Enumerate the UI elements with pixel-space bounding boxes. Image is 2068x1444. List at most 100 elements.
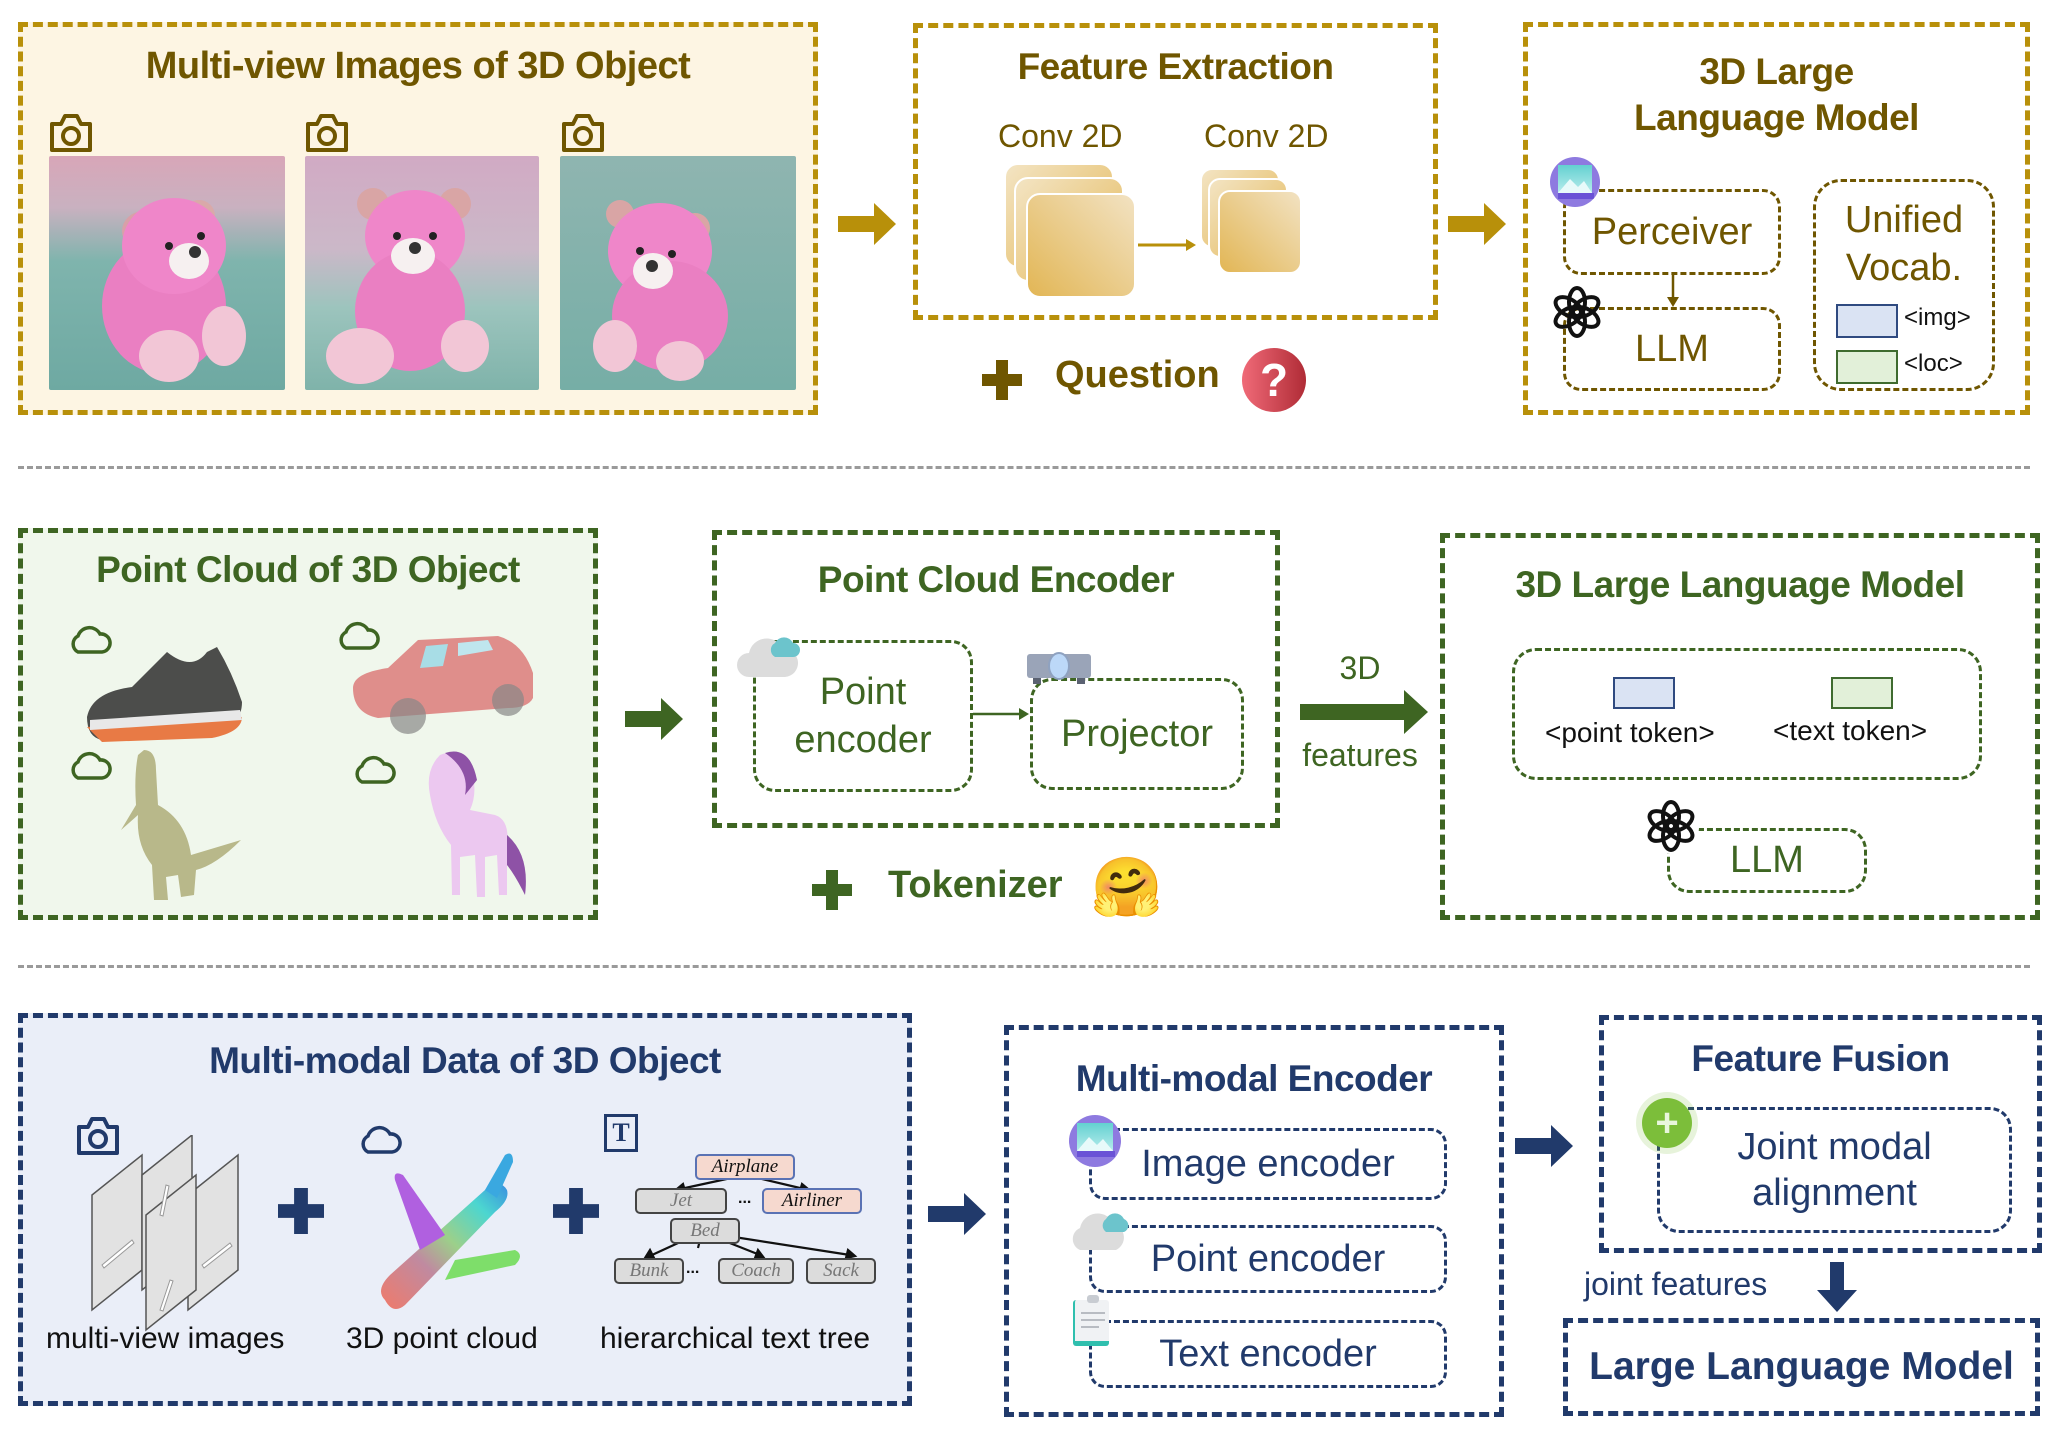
pony-point-cloud bbox=[428, 751, 526, 897]
3d-llm-points-title: 3D Large Language Model bbox=[1515, 564, 1965, 605]
conv2d-label-2: Conv 2D bbox=[1204, 118, 1329, 154]
text-encoder-block: Text encoder bbox=[1089, 1320, 1447, 1388]
camera-icon bbox=[77, 1117, 119, 1155]
arrow-down-icon bbox=[1817, 1262, 1857, 1312]
car-point-cloud bbox=[353, 636, 533, 734]
point-token-label: <point token> bbox=[1545, 717, 1715, 748]
arrow-right-icon bbox=[1515, 1125, 1573, 1167]
point-encoder-label: Point encoder bbox=[1150, 1237, 1386, 1280]
text-token-label: <text token> bbox=[1773, 715, 1928, 746]
projector-label: Projector bbox=[1060, 712, 1214, 755]
3d-llm-title-line1: 3D Large bbox=[1699, 51, 1854, 92]
tree-node-jet: Jet bbox=[635, 1188, 727, 1214]
arrow-down-icon bbox=[1667, 275, 1679, 307]
tree-node-sack: Sack bbox=[806, 1258, 876, 1284]
joint-alignment-block: Joint modal alignment bbox=[1657, 1107, 2012, 1233]
multimodal-data-title: Multi-modal Data of 3D Object bbox=[209, 1040, 721, 1081]
plus-icon bbox=[278, 1188, 324, 1234]
cloud-icon bbox=[355, 755, 396, 784]
cloud-icon bbox=[71, 625, 112, 654]
3d-llm-title-line2: Language Model bbox=[1634, 97, 1919, 138]
plus-icon bbox=[982, 360, 1022, 400]
3d-llm-panel-points: 3D Large Language Model <point token> <t… bbox=[1440, 533, 2040, 920]
joint-features-label: joint features bbox=[1584, 1266, 1768, 1302]
loc-token-label: <loc> bbox=[1904, 350, 1963, 377]
feature-fusion-title: Feature Fusion bbox=[1691, 1038, 1950, 1079]
airplane-point-cloud bbox=[381, 1153, 520, 1309]
camera-icon bbox=[562, 114, 604, 152]
arrow-right-icon bbox=[973, 708, 1029, 720]
cloud-icon bbox=[361, 1125, 402, 1154]
cloud-icon bbox=[737, 637, 800, 677]
teddy-bear-photo-3 bbox=[560, 156, 796, 390]
point-token-swatch bbox=[1613, 677, 1675, 709]
tree-ellipsis: ... bbox=[686, 1260, 700, 1277]
conv-feature-map-large bbox=[1004, 163, 1136, 298]
cloud-icon bbox=[339, 621, 380, 650]
section-divider bbox=[18, 466, 2030, 469]
feature-extraction-title: Feature Extraction bbox=[1017, 46, 1334, 87]
llm-label: LLM bbox=[1635, 327, 1709, 370]
feature-extraction-panel: Feature Extraction Conv 2D Conv 2D bbox=[913, 23, 1438, 320]
img-token-swatch bbox=[1836, 304, 1898, 338]
question-label: Question bbox=[1055, 354, 1220, 396]
point-encoder-block: Point encoder bbox=[753, 640, 973, 792]
conv-feature-map-small bbox=[1200, 168, 1302, 274]
3d-llm-panel-images: 3D Large Language Model Perceiver LLM bbox=[1523, 22, 2030, 415]
tree-ellipsis: ... bbox=[738, 1190, 752, 1207]
dinosaur-point-cloud bbox=[121, 750, 241, 900]
perceiver-label: Perceiver bbox=[1591, 210, 1753, 253]
perceiver-block: Perceiver bbox=[1563, 189, 1781, 275]
text-encoder-label: Text encoder bbox=[1159, 1332, 1377, 1375]
3d-llm-title: 3D Large Language Model bbox=[1528, 49, 2025, 141]
llm-label: LLM bbox=[1730, 839, 1804, 881]
projector-icon bbox=[1027, 652, 1091, 684]
llm-block: LLM bbox=[1563, 307, 1781, 391]
point-encoder-line2: encoder bbox=[794, 719, 932, 761]
add-circle-icon: + bbox=[1642, 1098, 1692, 1148]
image-encoder-label: Image encoder bbox=[1141, 1142, 1395, 1185]
openai-logo-icon bbox=[1550, 285, 1604, 339]
llm-label: Large Language Model bbox=[1589, 1345, 2014, 1388]
text-token-swatch bbox=[1831, 677, 1893, 709]
cloud-icon bbox=[71, 751, 112, 780]
text-icon: T bbox=[604, 1114, 638, 1152]
camera-icon bbox=[306, 114, 348, 152]
arrow-right-icon bbox=[625, 698, 683, 740]
loc-token-swatch bbox=[1836, 350, 1898, 384]
arrow-right-icon bbox=[1138, 239, 1196, 251]
multimodal-encoder-title: Multi-modal Encoder bbox=[1075, 1058, 1433, 1099]
image-icon bbox=[1550, 157, 1600, 207]
multimodal-encoder-panel: Multi-modal Encoder Image encoder Point … bbox=[1004, 1025, 1504, 1417]
point-cloud-encoder-panel: Point Cloud Encoder Point encoder Projec… bbox=[712, 530, 1280, 828]
arrow-right-icon bbox=[928, 1193, 986, 1235]
llm-panel: Large Language Model bbox=[1563, 1318, 2040, 1416]
unified-vocab-block: Unified Vocab. <img> <loc> bbox=[1813, 179, 1995, 391]
openai-logo-icon bbox=[1645, 800, 1699, 854]
tree-node-bunk: Bunk bbox=[614, 1258, 684, 1284]
token-vocab-block: <point token> <text token> bbox=[1512, 648, 1982, 780]
unified-vocab-title: Unified Vocab. bbox=[1816, 196, 1992, 292]
projector-block: Projector bbox=[1030, 678, 1244, 790]
camera-icon bbox=[50, 114, 92, 152]
caption-text-tree: hierarchical text tree bbox=[600, 1322, 871, 1355]
unified-vocab-line2: Vocab. bbox=[1845, 247, 1963, 289]
tree-node-coach: Coach bbox=[718, 1258, 794, 1284]
conv2d-label-1: Conv 2D bbox=[998, 118, 1123, 154]
feature-fusion-panel: Feature Fusion Joint modal alignment + bbox=[1599, 1015, 2042, 1253]
point-encoder-block: Point encoder bbox=[1089, 1225, 1447, 1293]
tokenizer-label: Tokenizer bbox=[888, 864, 1063, 906]
point-cloud-encoder-title: Point Cloud Encoder bbox=[817, 559, 1175, 600]
img-token-label: <img> bbox=[1904, 304, 1971, 331]
plus-icon bbox=[553, 1188, 599, 1234]
joint-alignment-line2: alignment bbox=[1752, 1172, 1917, 1214]
shoe-point-cloud bbox=[87, 647, 242, 742]
hierarchical-text-tree: Airplane Jet ... Airliner Bed Bunk ... C… bbox=[610, 1140, 900, 1290]
cloud-icon bbox=[1072, 1213, 1129, 1250]
tree-node-airliner: Airliner bbox=[762, 1188, 862, 1214]
multiview-images-title: Multi-view Images of 3D Object bbox=[145, 45, 691, 87]
arrow-right-icon bbox=[1448, 203, 1506, 245]
plus-icon bbox=[812, 870, 852, 910]
point-cloud-title: Point Cloud of 3D Object bbox=[96, 549, 520, 590]
question-icon: ? bbox=[1242, 348, 1306, 412]
